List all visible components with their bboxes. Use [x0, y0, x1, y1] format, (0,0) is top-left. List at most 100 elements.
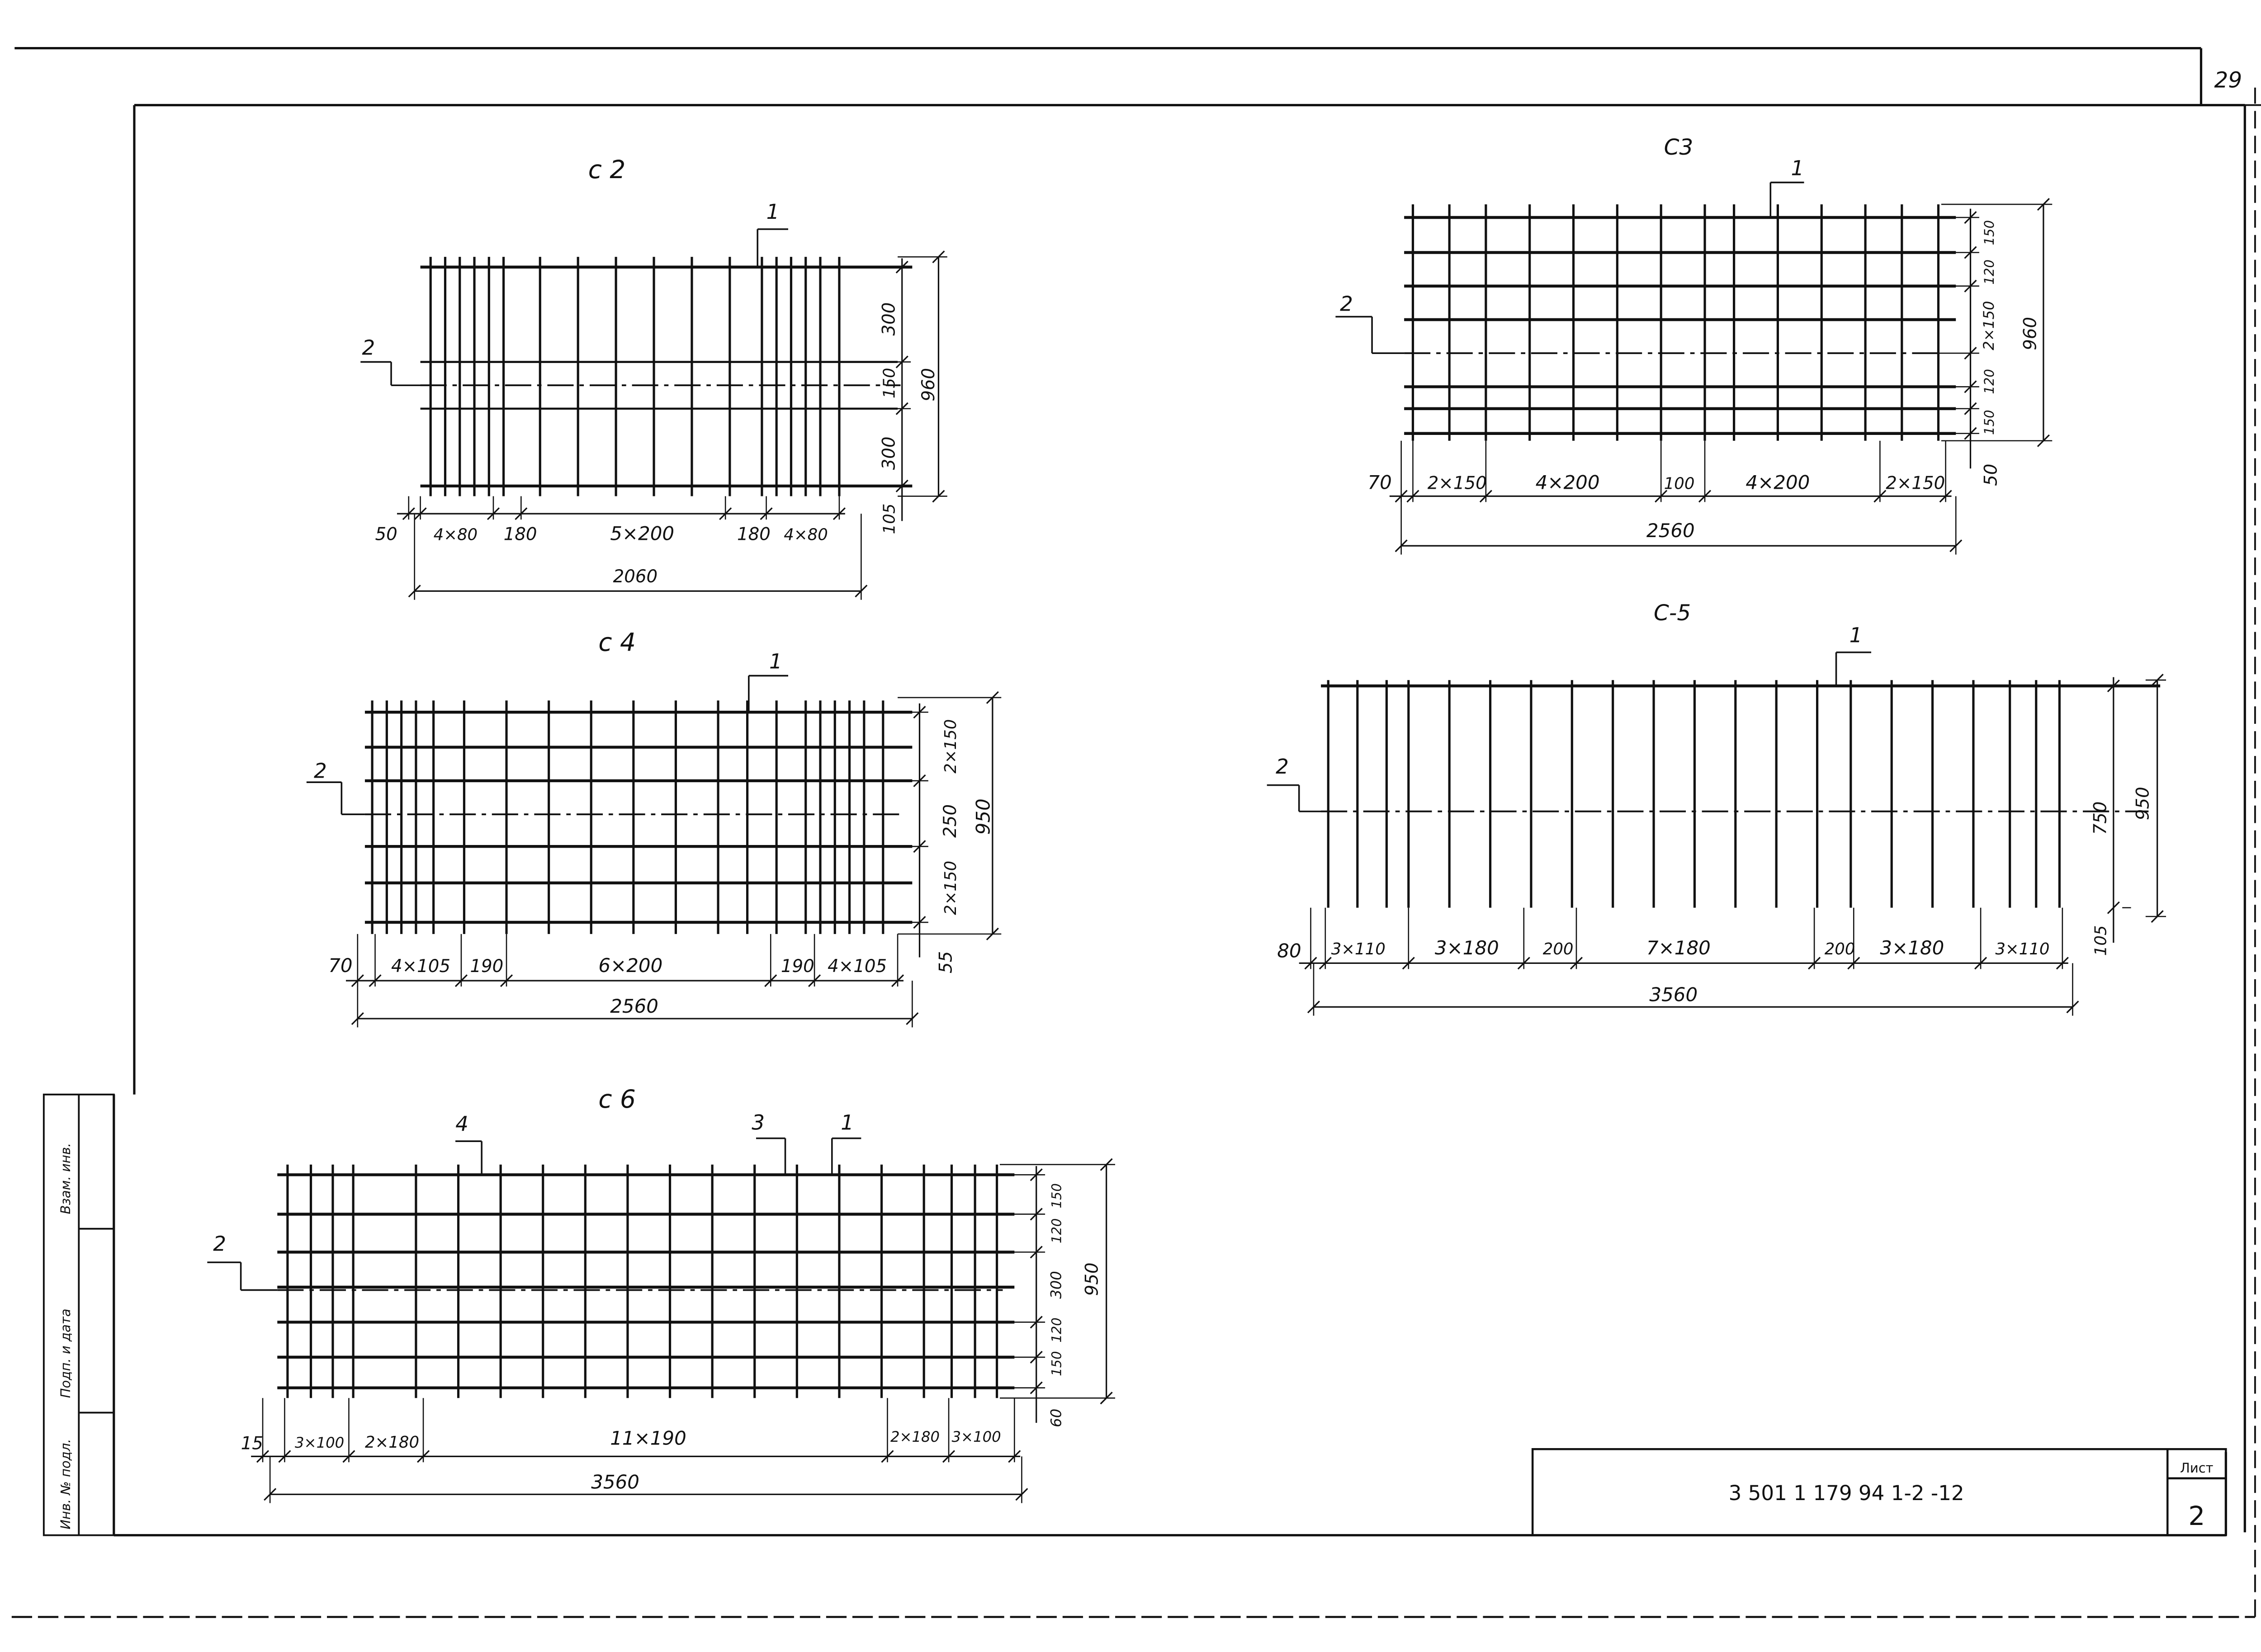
- leader-label-3: 3: [752, 1110, 765, 1134]
- dim-tick: [881, 1450, 894, 1463]
- dim-bottom-4: 100: [1664, 474, 1695, 493]
- leader-label-2: 2: [314, 759, 327, 783]
- dim-right-4: 120: [1049, 1317, 1064, 1342]
- dim-tick: [1698, 490, 1712, 503]
- dim-right-1: 150: [1049, 1183, 1064, 1208]
- dim-tick: [1873, 490, 1887, 503]
- dim-tick: [2151, 910, 2164, 923]
- dim-tick: [2107, 901, 2120, 914]
- dim-right-3: 2×150: [941, 861, 960, 915]
- dim-bottom-3: 190: [470, 956, 503, 977]
- dim-tick: [351, 1012, 364, 1025]
- leader-label-1: 1: [769, 649, 782, 673]
- dim-tick: [986, 691, 999, 704]
- dim-bottom-5: 180: [737, 524, 771, 544]
- dim-right-1: 750: [2091, 801, 2111, 835]
- dim-total: 3560: [591, 1471, 639, 1493]
- dim-tick: [1304, 957, 1317, 970]
- dim-tick: [719, 507, 732, 520]
- dim-tick: [408, 585, 421, 598]
- dim-bottom-4: 200: [1543, 940, 1574, 958]
- dim-tick: [942, 1450, 955, 1463]
- dim-total: 2060: [613, 566, 658, 587]
- dim-tick: [1517, 957, 1530, 970]
- dim-bottom-3: 3×180: [1435, 937, 1499, 959]
- dim-tick: [833, 507, 846, 520]
- dim-tick: [1319, 957, 1332, 970]
- dim-right-2: 120: [1049, 1218, 1064, 1243]
- dim-tick: [1479, 490, 1492, 503]
- grid: [207, 1137, 1116, 1503]
- dim-tick: [1974, 957, 1987, 970]
- dim-tick: [1964, 380, 1977, 393]
- mesh-c4: с 4 1 2 70 4×105 190 6×200 190 4×105 256…: [306, 628, 1002, 1028]
- dim-tick: [1307, 1001, 1320, 1014]
- side-label-2: Подп. и дата: [58, 1309, 73, 1398]
- dim-tick: [855, 585, 868, 598]
- dim-bottom-5: 2×180: [890, 1428, 940, 1445]
- dim-bottom-1: 70: [328, 954, 352, 977]
- dim-total: 2560: [1646, 519, 1695, 542]
- dim-bottom-8: 3×110: [1995, 940, 2049, 958]
- dim-bottom-5: 7×180: [1646, 937, 1711, 959]
- dim-right-1: 150: [1982, 220, 1997, 245]
- dim-tick: [1964, 246, 1977, 259]
- dim-tick: [1949, 539, 1963, 552]
- dim-tick: [1030, 1246, 1043, 1259]
- side-label-3: Инв. № подл.: [58, 1439, 73, 1529]
- dim-bottom-1: 70: [1367, 471, 1391, 493]
- mesh-c6: с 6 4 3 1 2 15 3×100 2×180 11×190 2×180 …: [207, 1085, 1116, 1503]
- dim-bottom-1: 15: [241, 1433, 263, 1454]
- mesh-title: с 4: [598, 628, 636, 657]
- dim-bottom-1: 50: [375, 524, 397, 544]
- leader-label-1: 1: [1791, 156, 1804, 180]
- dim-bottom-4: 6×200: [598, 954, 662, 977]
- dim-bottom-3: 180: [504, 524, 537, 544]
- grid: [360, 228, 947, 600]
- dim-tick: [1015, 1488, 1028, 1501]
- dim-tick: [1964, 211, 1977, 224]
- dim-tick: [1008, 1450, 1021, 1463]
- dim-tick: [1964, 402, 1977, 415]
- dim-tick: [342, 1450, 355, 1463]
- dim-tick: [1808, 957, 1821, 970]
- dim-right-extra: 105: [2092, 925, 2110, 956]
- dim-right-overall: 950: [2133, 787, 2153, 820]
- dim-tick: [1964, 347, 1977, 360]
- dim-tick: [913, 774, 926, 787]
- dim-right-3: 300: [879, 437, 899, 470]
- dim-tick: [895, 260, 908, 274]
- dim-tick: [2056, 957, 2069, 970]
- dim-tick: [1939, 490, 1952, 503]
- dim-bottom-6: 2×150: [1886, 473, 1945, 493]
- dim-tick: [1395, 539, 1408, 552]
- drawing-code: 3 501 1 179 94 1-2 -12: [1729, 1481, 1964, 1505]
- dim-tick: [1655, 490, 1668, 503]
- dim-tick: [1100, 1392, 1113, 1405]
- dim-tick: [500, 974, 513, 987]
- dim-tick: [932, 250, 945, 264]
- dim-tick: [1570, 957, 1583, 970]
- leader-label-1: 1: [766, 200, 780, 224]
- dim-right-2: 250: [940, 804, 960, 838]
- leader-label-2: 2: [362, 335, 375, 359]
- dim-right-5: 150: [1982, 410, 1997, 435]
- dim-right-3: 2×150: [1980, 301, 1997, 350]
- dim-bottom-3: 4×200: [1536, 471, 1600, 493]
- leader-label-4: 4: [455, 1112, 468, 1136]
- dim-bottom-6: 200: [1825, 940, 1855, 958]
- grid: [1335, 181, 2053, 555]
- dim-right-extra: 55: [936, 951, 956, 973]
- dim-tick: [515, 507, 528, 520]
- dim-tick: [891, 974, 904, 987]
- dim-right-overall: 950: [972, 798, 994, 835]
- dim-tick: [1030, 1168, 1043, 1181]
- dim-tick: [414, 507, 427, 520]
- dim-right-3: 300: [1048, 1271, 1065, 1299]
- dim-tick: [760, 507, 773, 520]
- mesh-c5: С-5 1 2 80 3×110 3×180 200 7×180 200 3×1…: [1267, 600, 2166, 1016]
- dim-right-4: 120: [1982, 369, 1997, 394]
- grid: [306, 675, 1002, 1028]
- dim-right-extra: 60: [1048, 1409, 1065, 1427]
- dim-tick: [1030, 1316, 1043, 1329]
